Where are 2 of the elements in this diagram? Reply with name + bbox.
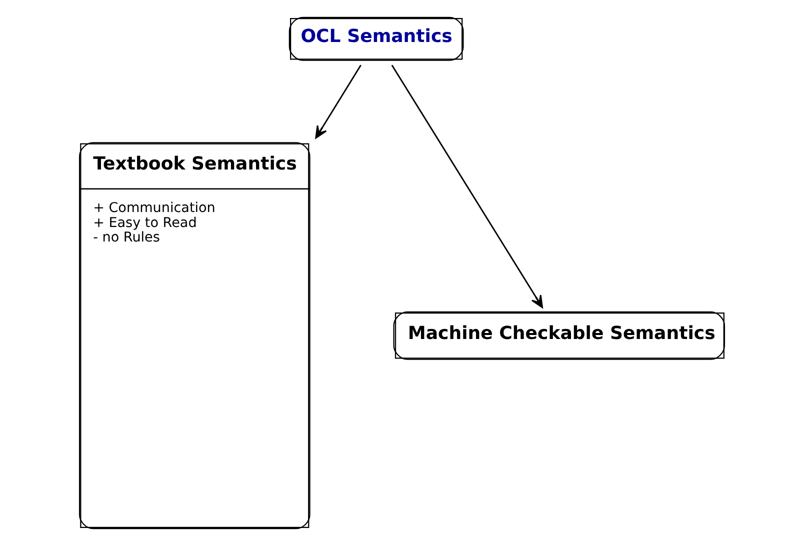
arrow [315,64,362,139]
arrow [391,64,544,308]
